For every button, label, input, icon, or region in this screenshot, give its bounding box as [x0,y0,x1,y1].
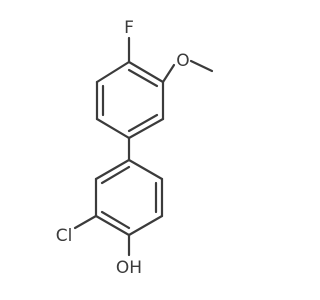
bond [95,117,131,140]
bond [127,158,164,181]
bond-o-ch3 [189,59,214,73]
bond-c-o [161,63,176,84]
bond [94,214,131,237]
double-bond-inner [127,113,159,133]
bond-c-cl [73,214,98,230]
double-bond-inner [100,210,131,230]
chlorine-label: Cl [56,226,73,246]
double-bond-inner [100,165,131,185]
double-bond-inner [127,68,159,88]
lower-aromatic-ring [94,158,164,237]
bond [127,117,165,140]
fluorine-label: F [124,18,134,38]
hydroxyl-label: OH [116,258,142,278]
bond [94,158,131,181]
upper-aromatic-ring [95,60,165,140]
bond [95,60,131,84]
oxygen-label: O [176,51,189,71]
biphenyl-structure-diagram: F O Cl OH [56,18,214,278]
bond [127,60,165,84]
bond [127,214,164,237]
